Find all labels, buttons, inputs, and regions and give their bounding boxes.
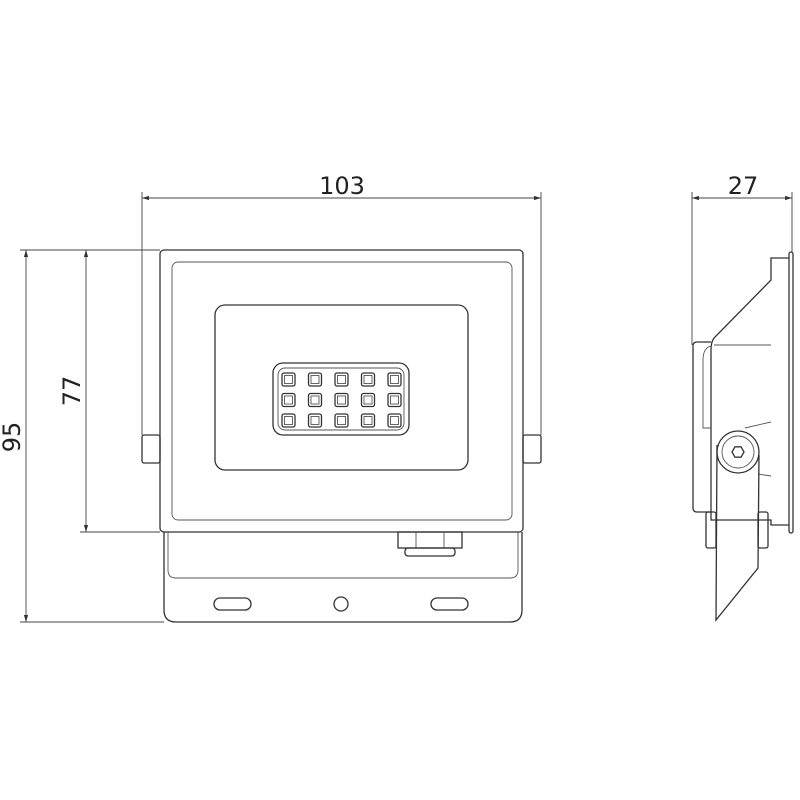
led-chip [307,372,323,387]
front-view [141,249,542,623]
led-plate [272,362,410,436]
led-chip-inner [363,416,373,425]
led-chip [307,413,323,428]
led-chip-inner [310,395,320,405]
led-chip [334,413,349,428]
led-chip [281,372,296,387]
dimension-total-height: 95 [0,250,164,623]
side-housing [710,257,789,526]
housing [159,249,524,533]
hinge-knob [716,430,760,474]
dimension-depth: 27 [691,172,793,345]
led-chip [387,413,402,428]
led-chip [387,372,402,387]
led-chip [281,392,296,408]
led-chip [360,413,376,428]
bracket-arm [715,444,760,622]
dimension-width: 103 [141,172,542,435]
led-chip-inner [390,395,399,405]
led-chip [334,372,349,387]
led-chip-inner [284,395,293,405]
led-chip [387,392,402,408]
dimension-total-height-label: 95 [0,422,26,453]
dimension-depth-label: 27 [728,172,759,200]
side-tab-right [522,434,542,464]
mounting-bracket [163,532,523,623]
led-chip [281,413,296,428]
nut-right [757,511,769,549]
dimension-body-height: 77 [20,249,160,533]
led-chip-inner [337,395,346,405]
led-chip-inner [363,395,373,405]
led-chip-inner [284,416,293,425]
led-chip-inner [337,416,346,425]
led-chip-inner [390,416,399,425]
led-grid [281,372,402,428]
led-chip-inner [310,375,320,384]
dimension-width-label: 103 [319,172,365,200]
hex-bolt-icon [731,446,745,458]
led-chip [334,392,349,408]
led-chip [360,392,376,408]
mounting-hole [333,596,349,612]
side-view [692,251,794,622]
dimension-body-height-label: 77 [58,376,86,407]
side-tab-left [141,434,161,464]
led-chip-inner [310,416,320,425]
cable-gland [397,531,463,557]
lens-window [214,304,469,471]
led-chip [360,372,376,387]
mounting-slot-right [430,597,469,611]
rear-cover [692,341,711,513]
led-chip-inner [284,375,293,384]
housing-frame [171,261,513,521]
led-chip-inner [390,375,399,384]
front-glass-edge [788,251,794,534]
led-chip [307,392,323,408]
mounting-slot-left [213,597,252,611]
led-chip-inner [337,375,346,384]
led-chip-inner [363,375,373,384]
